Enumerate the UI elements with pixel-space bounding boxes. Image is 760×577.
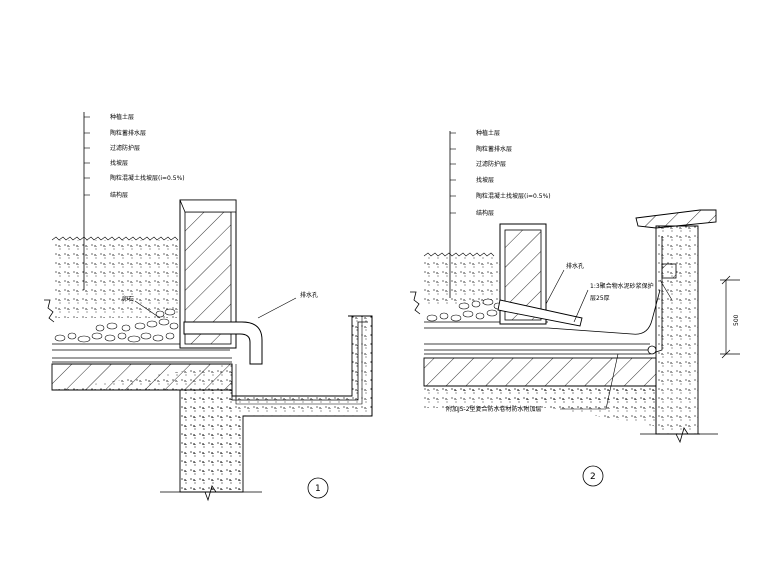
gravel-label-1: 卵石 bbox=[122, 295, 134, 303]
layer-label-2-5: 结构层 bbox=[476, 209, 494, 217]
parapet-wedge-2 bbox=[661, 263, 677, 279]
structural-slab-2 bbox=[423, 357, 657, 387]
layer-ticks-2 bbox=[450, 132, 456, 214]
layer-label-1-5: 结构层 bbox=[110, 191, 128, 199]
layer-label-2-2: 过滤防护层 bbox=[476, 160, 506, 168]
gravel-leader-1 bbox=[134, 300, 161, 319]
detail-1: 种植土层 陶粒蓄排水层 过滤防护层 找坡层 陶粒混凝土找坡层(i=0.5%) 结… bbox=[44, 112, 373, 502]
break-line-2 bbox=[410, 291, 421, 315]
detail-number-circle-1 bbox=[307, 477, 329, 499]
concrete-column-1 bbox=[180, 390, 243, 492]
layer-label-2-0: 种植土层 bbox=[476, 129, 500, 137]
layer-ticks-1 bbox=[84, 116, 90, 196]
note-line2-2: 层25厚 bbox=[590, 295, 610, 302]
detail-2: 种植土层 陶粒蓄排水层 过滤防护层 找坡层 陶粒混凝土找坡层(i=0.5%) 结… bbox=[410, 129, 740, 487]
layer-label-1-0: 种植土层 bbox=[110, 113, 134, 121]
drain-pipe-leader-1 bbox=[257, 297, 297, 319]
break-line-2b bbox=[640, 427, 718, 444]
gutter-lining-1 bbox=[231, 321, 368, 401]
outlet-label-2: 排水孔 bbox=[566, 262, 584, 270]
gutter-wall-1 bbox=[348, 315, 373, 416]
note-leader-2 bbox=[573, 289, 589, 323]
grass-line-2 bbox=[423, 252, 495, 257]
layer-label-1-4: 陶粒混凝土找坡层(i=0.5%) bbox=[110, 174, 185, 182]
membrane-joint-2 bbox=[647, 345, 657, 355]
drain-outlet-2 bbox=[497, 299, 583, 327]
bottom-note-2: 附加JS-2型复合防水卷材防水附加层 bbox=[446, 405, 542, 413]
layer-label-1-2: 过滤防护层 bbox=[110, 144, 140, 152]
grass-line-1 bbox=[51, 236, 179, 241]
parapet-cap-2 bbox=[635, 209, 717, 229]
soil-layer-2 bbox=[424, 256, 500, 304]
layer-label-2-3: 找坡层 bbox=[476, 176, 494, 184]
dimension-2 bbox=[720, 275, 740, 359]
dimension-label-2: 500 bbox=[733, 314, 740, 326]
layer-label-2-1: 陶粒蓄排水层 bbox=[476, 145, 512, 153]
outlet-leader-2 bbox=[545, 269, 565, 305]
note-line1-2: 1:3聚合物水泥砂浆保护 bbox=[590, 282, 654, 290]
drainage-layers-2 bbox=[424, 321, 650, 355]
layer-label-2-4: 陶粒混凝土找坡层(i=0.5%) bbox=[476, 192, 551, 200]
beam-body-2 bbox=[424, 386, 656, 408]
layer-label-1-1: 陶粒蓄排水层 bbox=[110, 129, 146, 137]
bottom-note-leader-2b bbox=[605, 353, 619, 410]
layer-label-1-3: 找坡层 bbox=[110, 159, 128, 167]
gravel-1 bbox=[54, 308, 179, 343]
soil-layer-1 bbox=[52, 240, 180, 318]
drain-pipe-1 bbox=[183, 321, 263, 365]
membrane-line-2 bbox=[547, 289, 661, 335]
planter-wall-top-1 bbox=[179, 199, 237, 213]
break-line-1b bbox=[160, 485, 262, 502]
gutter-lining-inner-1 bbox=[235, 318, 363, 405]
detail-number-2: 2 bbox=[590, 472, 596, 482]
gravel-2 bbox=[426, 298, 503, 322]
detail-number-circle-2 bbox=[582, 465, 604, 487]
detail-number-1: 1 bbox=[315, 484, 321, 494]
break-line-1 bbox=[44, 299, 55, 323]
drain-pipe-label-1: 排水孔 bbox=[300, 291, 318, 299]
